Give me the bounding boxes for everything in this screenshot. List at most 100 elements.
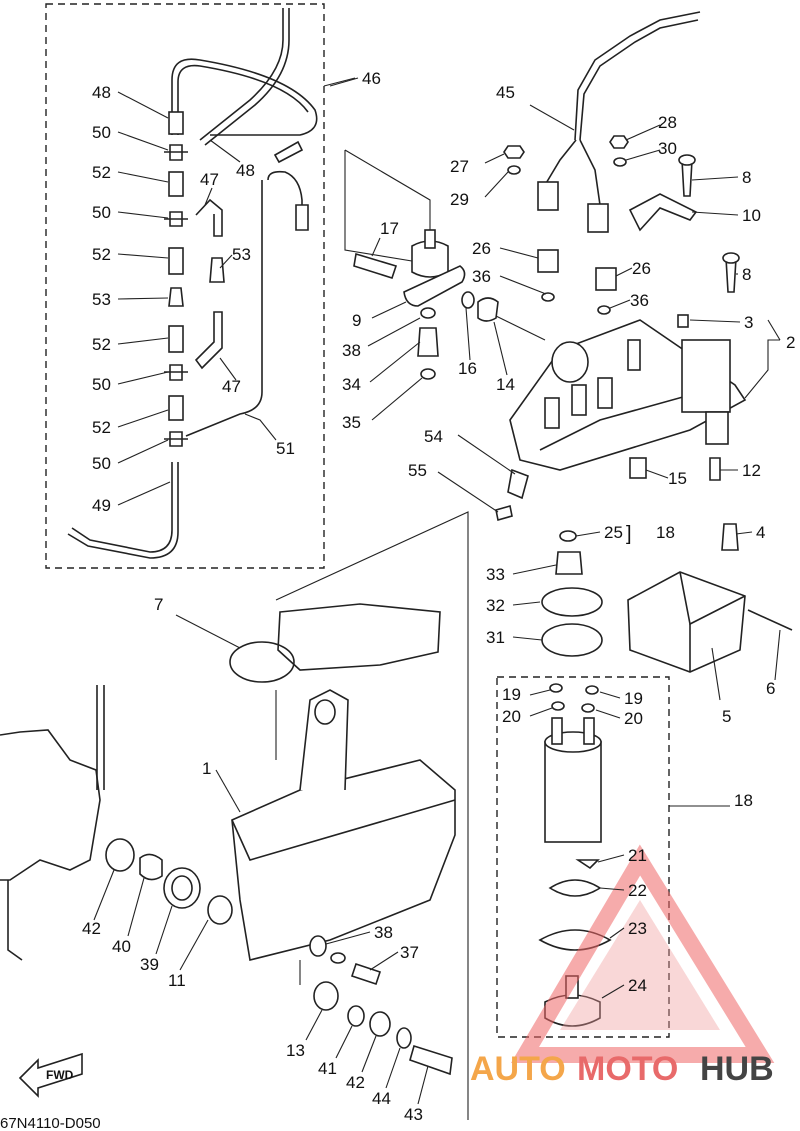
label-52: 52 [92, 245, 111, 264]
cover-post-c [597, 377, 613, 409]
bolt-17 [353, 252, 398, 279]
o-ring-36a [541, 292, 555, 302]
o-ring-19a [549, 683, 563, 693]
label-15: 15 [668, 469, 687, 488]
label-45: 45 [496, 83, 515, 102]
washer-42a [105, 838, 135, 872]
tank-handle-hole [314, 699, 336, 725]
joint-50a [164, 144, 188, 161]
fuel-hose-loop [171, 58, 318, 136]
label-21: 21 [628, 846, 647, 865]
joint-50d [164, 431, 188, 447]
watermark-triangle-inner [560, 900, 720, 1030]
label-5: 5 [722, 707, 731, 726]
o-ring-36b [597, 305, 611, 315]
label-49: 49 [92, 496, 111, 515]
engine-fragment [0, 729, 101, 881]
hose-51-end [295, 204, 309, 231]
label-12: 12 [742, 461, 761, 480]
pump-terminal-b [583, 717, 595, 745]
label-53: 53 [232, 245, 251, 264]
label-47: 47 [200, 170, 219, 189]
label-51: 51 [276, 439, 295, 458]
washer-30 [613, 157, 627, 167]
connector-26b [595, 267, 617, 291]
screw-55 [495, 504, 513, 522]
bracket-9 [403, 265, 466, 307]
joint-50b [164, 211, 188, 227]
label-50: 50 [92, 375, 111, 394]
clamp-54 [507, 468, 529, 500]
label-38: 38 [342, 341, 361, 360]
leader-46-b [344, 149, 431, 236]
label-44: 44 [372, 1089, 391, 1108]
label-33: 33 [486, 565, 505, 584]
label-48: 48 [92, 83, 111, 102]
filter-53b [209, 257, 225, 283]
bracket-22 [548, 879, 602, 897]
label-13: 13 [286, 1041, 305, 1060]
grommet-39-inner [171, 875, 193, 901]
filter-14 [477, 297, 499, 322]
pump-terminal-a [551, 717, 563, 745]
clip-4 [721, 523, 739, 551]
label-25: 25 [604, 523, 623, 542]
label-19: 19 [502, 685, 521, 704]
part-15 [629, 457, 647, 479]
o-ring-35 [420, 368, 436, 380]
part-21 [575, 859, 600, 870]
vapor-separator-tank [231, 759, 456, 961]
washer-41 [347, 1005, 365, 1027]
label-37: 37 [400, 943, 419, 962]
label-42: 42 [82, 919, 101, 938]
watermark-triangle [510, 844, 775, 1063]
screw-3 [677, 314, 689, 328]
cover-terminal [627, 339, 641, 371]
label-11: 11 [168, 971, 186, 990]
hose-assembly-box [45, 3, 325, 569]
label-43: 43 [404, 1105, 423, 1124]
label-26: 26 [472, 239, 491, 258]
hose-47a [195, 198, 223, 237]
label-23: 23 [628, 919, 647, 938]
engine-lower [7, 880, 23, 961]
fuel-hose-top-inner [204, 8, 290, 146]
watermark-moto: MOTO [577, 1050, 678, 1088]
label-46: 46 [362, 69, 381, 88]
connector-a [537, 181, 559, 211]
bolt-8b-head [722, 252, 740, 264]
o-ring-19b [585, 685, 599, 695]
label-30: 30 [658, 139, 677, 158]
label-20: 20 [502, 707, 521, 726]
bolt-12 [709, 457, 721, 481]
hose-51 [185, 180, 263, 437]
label-52: 52 [92, 418, 111, 437]
fwd-label: FWD [46, 1068, 74, 1082]
fuel-pump-body [544, 741, 602, 843]
label-8: 8 [742, 265, 751, 284]
tank-outline-leader [275, 511, 469, 1120]
regulator-nipple [424, 229, 436, 249]
fuel-hose-top [199, 8, 284, 141]
label-34: 34 [342, 375, 361, 394]
washer-20b [581, 703, 595, 713]
fuel-pump-box [496, 676, 670, 1038]
pipe-33 [555, 551, 583, 575]
label-16: 16 [458, 359, 477, 378]
fwd-arrow-icon [18, 1052, 83, 1098]
label-7: 7 [154, 595, 163, 614]
label-6: 6 [766, 679, 775, 698]
cover-ring [551, 341, 589, 383]
gasket-7 [277, 603, 441, 671]
hose-52c [168, 325, 184, 353]
washer-38b [330, 952, 346, 964]
label-54: 54 [424, 427, 443, 446]
label-2: 2 [786, 333, 795, 352]
cover-post-b [571, 384, 587, 416]
label-20: 20 [624, 709, 643, 728]
label-40: 40 [112, 937, 131, 956]
label-52: 52 [92, 163, 111, 182]
label-29: 29 [450, 190, 469, 209]
